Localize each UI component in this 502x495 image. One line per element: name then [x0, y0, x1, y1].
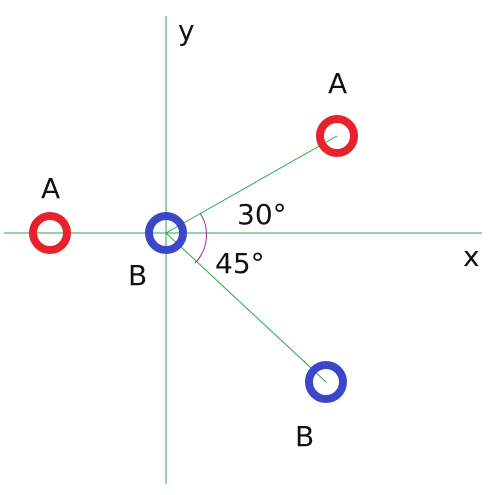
particle-a-left: [29, 212, 71, 254]
angle-arc: [194, 212, 208, 264]
particle-b-origin: [145, 212, 187, 254]
ray-to-upper-right-A: [165, 135, 338, 234]
label-b-origin: B: [128, 259, 147, 292]
label-a-upper-right: A: [328, 67, 347, 100]
label-b-lower-right: B: [295, 420, 314, 453]
ray-to-lower-right-B: [165, 232, 327, 383]
angle-label-upper: 30°: [237, 198, 287, 231]
label-a-left: A: [41, 172, 60, 205]
particle-a-upper-right: [316, 115, 358, 157]
x-axis-label: x: [463, 240, 480, 273]
particle-b-lower-right: [305, 361, 347, 403]
y-axis-label: y: [178, 14, 195, 47]
angle-label-lower: 45°: [215, 247, 265, 280]
